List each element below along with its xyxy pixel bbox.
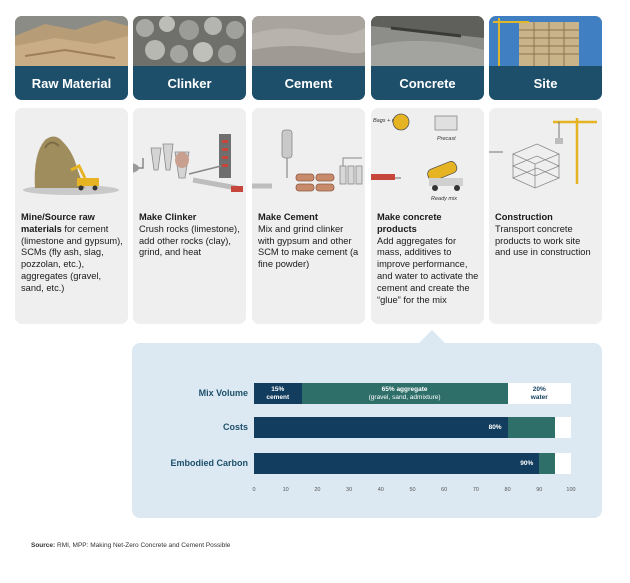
bar-category-label: Costs: [222, 422, 248, 432]
stage-header-clinker: Clinker: [133, 16, 246, 100]
x-tick-label: 0: [252, 487, 256, 493]
construction-site-photo: [489, 16, 602, 66]
panel-pointer: [418, 330, 446, 344]
stage-header-site: Site: [489, 16, 602, 100]
card-body: for cement (limestone and gypsum), SCMs …: [21, 223, 123, 293]
bar-value-label: 65% aggregate: [381, 386, 428, 393]
quarry-photo: [15, 16, 128, 66]
cement-powder-photo: [252, 16, 365, 66]
stage-header-concrete: Concrete: [371, 16, 484, 100]
source-note: Source: RMI, MPP: Making Net-Zero Concre…: [31, 542, 230, 549]
bar-sub-label: (gravel, sand, admixture): [368, 393, 441, 401]
bar-value-label: 90%: [520, 459, 534, 467]
stage-header-cement: Cement: [252, 16, 365, 100]
bar-sub-label: water: [530, 393, 548, 401]
bar-segment: 90%: [254, 453, 540, 474]
card-body: Crush rocks (limestone), add other rocks…: [139, 223, 240, 258]
stage-label: Site: [489, 66, 602, 100]
cement-mill-illustration: [252, 129, 363, 192]
bar-segment: [555, 417, 571, 438]
source-text: RMI, MPP: Making Net-Zero Concrete and C…: [55, 542, 231, 549]
bar-segment: [555, 453, 571, 474]
card-body: Transport concrete products to work site…: [495, 223, 591, 258]
ready-mix-label: Ready mix: [431, 196, 457, 202]
bar-category-label: Mix Volume: [198, 388, 248, 398]
bar-value-label: 20%: [532, 386, 546, 393]
card-body: Add aggregates for mass, additives to im…: [377, 235, 479, 305]
x-tick-label: 70: [472, 487, 479, 493]
stage-label: Cement: [252, 66, 365, 100]
card-heading: Make concrete products: [377, 212, 442, 234]
x-tick-label: 20: [314, 487, 321, 493]
bar-sub-label: cement: [266, 393, 290, 401]
bar-segment: 20%water: [507, 383, 571, 404]
card-raw-material: Mine/Source raw materials for cement (li…: [15, 108, 128, 324]
bar-segment: [507, 417, 556, 438]
x-tick-label: 90: [536, 487, 543, 493]
bar-segment: 65% aggregate(gravel, sand, admixture): [301, 383, 508, 404]
card-body: Mix and grind clinker with gypsum and ot…: [258, 223, 359, 270]
concrete-products-illustration: Bags + mixing Precast Ready mix: [371, 113, 463, 202]
stage-label: Clinker: [133, 66, 246, 100]
x-tick-label: 10: [282, 487, 289, 493]
x-tick-label: 100: [566, 487, 576, 493]
x-tick-label: 60: [441, 487, 448, 493]
card-heading: Mine/Source raw materials: [21, 212, 95, 234]
x-tick-label: 50: [409, 487, 416, 493]
stage-header-raw-material: Raw Material: [15, 16, 128, 100]
building-crane-illustration: [489, 118, 597, 189]
stage-label: Concrete: [371, 66, 484, 100]
card-heading: Make Clinker: [139, 212, 197, 222]
bar-category-label: Embodied Carbon: [170, 458, 248, 468]
stage-label: Raw Material: [15, 66, 128, 100]
x-tick-label: 30: [346, 487, 353, 493]
x-tick-label: 40: [377, 487, 384, 493]
bar-value-label: 80%: [488, 423, 502, 431]
card-heading: Construction: [495, 212, 553, 222]
bar-segment: [539, 453, 556, 474]
mining-excavator-illustration: [23, 136, 119, 195]
bar-segment: 80%: [254, 417, 508, 438]
card-heading: Make Cement: [258, 212, 318, 222]
source-label: Source:: [31, 542, 56, 549]
bar-segment: 15%cement: [254, 383, 302, 404]
card-concrete: Bags + mixing Precast Ready mix Make con…: [371, 108, 484, 324]
clinker-photo: [133, 16, 246, 66]
bar-value-label: 15%: [271, 386, 285, 393]
kiln-preheater-illustration: [133, 134, 243, 192]
x-tick-label: 80: [504, 487, 511, 493]
concrete-pour-photo: [371, 16, 484, 66]
precast-label: Precast: [437, 136, 456, 142]
bags-label: Bags + mixing: [373, 118, 409, 124]
